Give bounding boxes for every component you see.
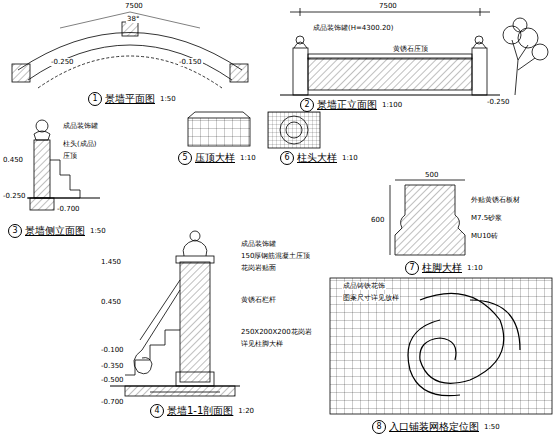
view-title-text: 景墙侧立面图 bbox=[25, 225, 85, 237]
drawing-note: -0.250 bbox=[50, 58, 75, 66]
view-title: 6柱头大样 bbox=[280, 151, 337, 165]
view-title: 2景墙正立面图 bbox=[300, 98, 377, 112]
drawing-note: 黄锈石压顶 bbox=[392, 45, 429, 53]
drawing-note: 600 bbox=[370, 216, 385, 224]
drawing-note: -0.250 bbox=[2, 192, 27, 200]
drawing-note: 38° bbox=[126, 15, 140, 23]
view-title: 3景墙侧立面图 bbox=[8, 224, 85, 238]
drawing-note: -0.250 bbox=[486, 98, 511, 106]
view-title-text: 柱脚大样 bbox=[422, 262, 462, 274]
view-title: 4景墙1-1剖面图 bbox=[150, 404, 233, 418]
scale-note: 1:10 bbox=[466, 264, 484, 272]
drawing-note: 压顶 bbox=[62, 152, 78, 160]
drawing-note: 成品装饰罐 bbox=[240, 240, 277, 248]
drawing-note: 1.450 bbox=[100, 258, 122, 266]
drawing-note: -0.100 bbox=[100, 346, 125, 354]
callout-number: 7 bbox=[405, 261, 419, 275]
callout-number: 6 bbox=[280, 151, 294, 165]
drawing-note: -0.700 bbox=[100, 398, 125, 406]
drawing-note: 250X200X200花岗岩 bbox=[240, 328, 313, 336]
view-title-text: 入口铺装网格定位图 bbox=[389, 421, 479, 433]
drawing-note: 成品装饰罐(H=4300.20) bbox=[312, 24, 395, 32]
drawing-note: -0.700 bbox=[56, 205, 81, 213]
callout-number: 4 bbox=[150, 404, 164, 418]
drawing-note: 黄锈石栏杆 bbox=[240, 296, 277, 304]
drawing-note: 150厚钢筋混凝土压顶 bbox=[240, 252, 311, 260]
callout-number: 5 bbox=[178, 151, 192, 165]
view-title-text: 压顶大样 bbox=[195, 152, 235, 164]
drawing-note: 0.450 bbox=[2, 156, 24, 164]
view-title: 1景墙平面图 bbox=[88, 92, 155, 106]
drawing-note: 7500 bbox=[378, 2, 398, 10]
scale-note: 1:50 bbox=[89, 227, 107, 235]
view-title-text: 景墙1-1剖面图 bbox=[167, 405, 233, 417]
scale-note: 1:10 bbox=[341, 154, 359, 162]
drawing-note: 成品铸铁花饰 bbox=[342, 282, 386, 290]
view-title: 7柱脚大样 bbox=[405, 261, 462, 275]
scale-note: 1:100 bbox=[381, 101, 403, 109]
drawing-note: 7500 bbox=[124, 2, 144, 10]
drawing-note: -0.500 bbox=[100, 376, 125, 384]
drawing-note: 外贴黄锈石板材 bbox=[470, 196, 521, 204]
view-title-text: 景墙平面图 bbox=[105, 93, 155, 105]
scale-note: 1:20 bbox=[237, 407, 255, 415]
view-title: 8入口铺装网格定位图 bbox=[372, 420, 479, 434]
drawing-note: -0.150 bbox=[178, 58, 203, 66]
drawing-note: M7.5砂浆 bbox=[470, 214, 503, 222]
callout-number: 8 bbox=[372, 420, 386, 434]
scale-note: 1:50 bbox=[483, 423, 501, 431]
drawing-note: 详见柱脚大样 bbox=[240, 340, 284, 348]
drawing-note: 0.450 bbox=[100, 298, 122, 306]
drawing-note: 柱头(成品) bbox=[62, 140, 97, 148]
view-title-text: 景墙正立面图 bbox=[317, 99, 377, 111]
drawing-note: 500 bbox=[424, 171, 439, 179]
drawing-note: 花岗岩贴面 bbox=[240, 264, 277, 272]
scale-note: 1:10 bbox=[239, 154, 257, 162]
callout-number: 2 bbox=[300, 98, 314, 112]
view-title-text: 柱头大样 bbox=[297, 152, 337, 164]
view-title: 5压顶大样 bbox=[178, 151, 235, 165]
drawing-note: MU10砖 bbox=[470, 232, 499, 240]
drawing-note: 图案尺寸详见放样 bbox=[342, 294, 400, 302]
callout-number: 3 bbox=[8, 224, 22, 238]
callout-number: 1 bbox=[88, 92, 102, 106]
drawing-note: -0.350 bbox=[100, 362, 125, 370]
drawing-note: 成品装饰罐 bbox=[62, 122, 99, 130]
scale-note: 1:50 bbox=[159, 95, 177, 103]
